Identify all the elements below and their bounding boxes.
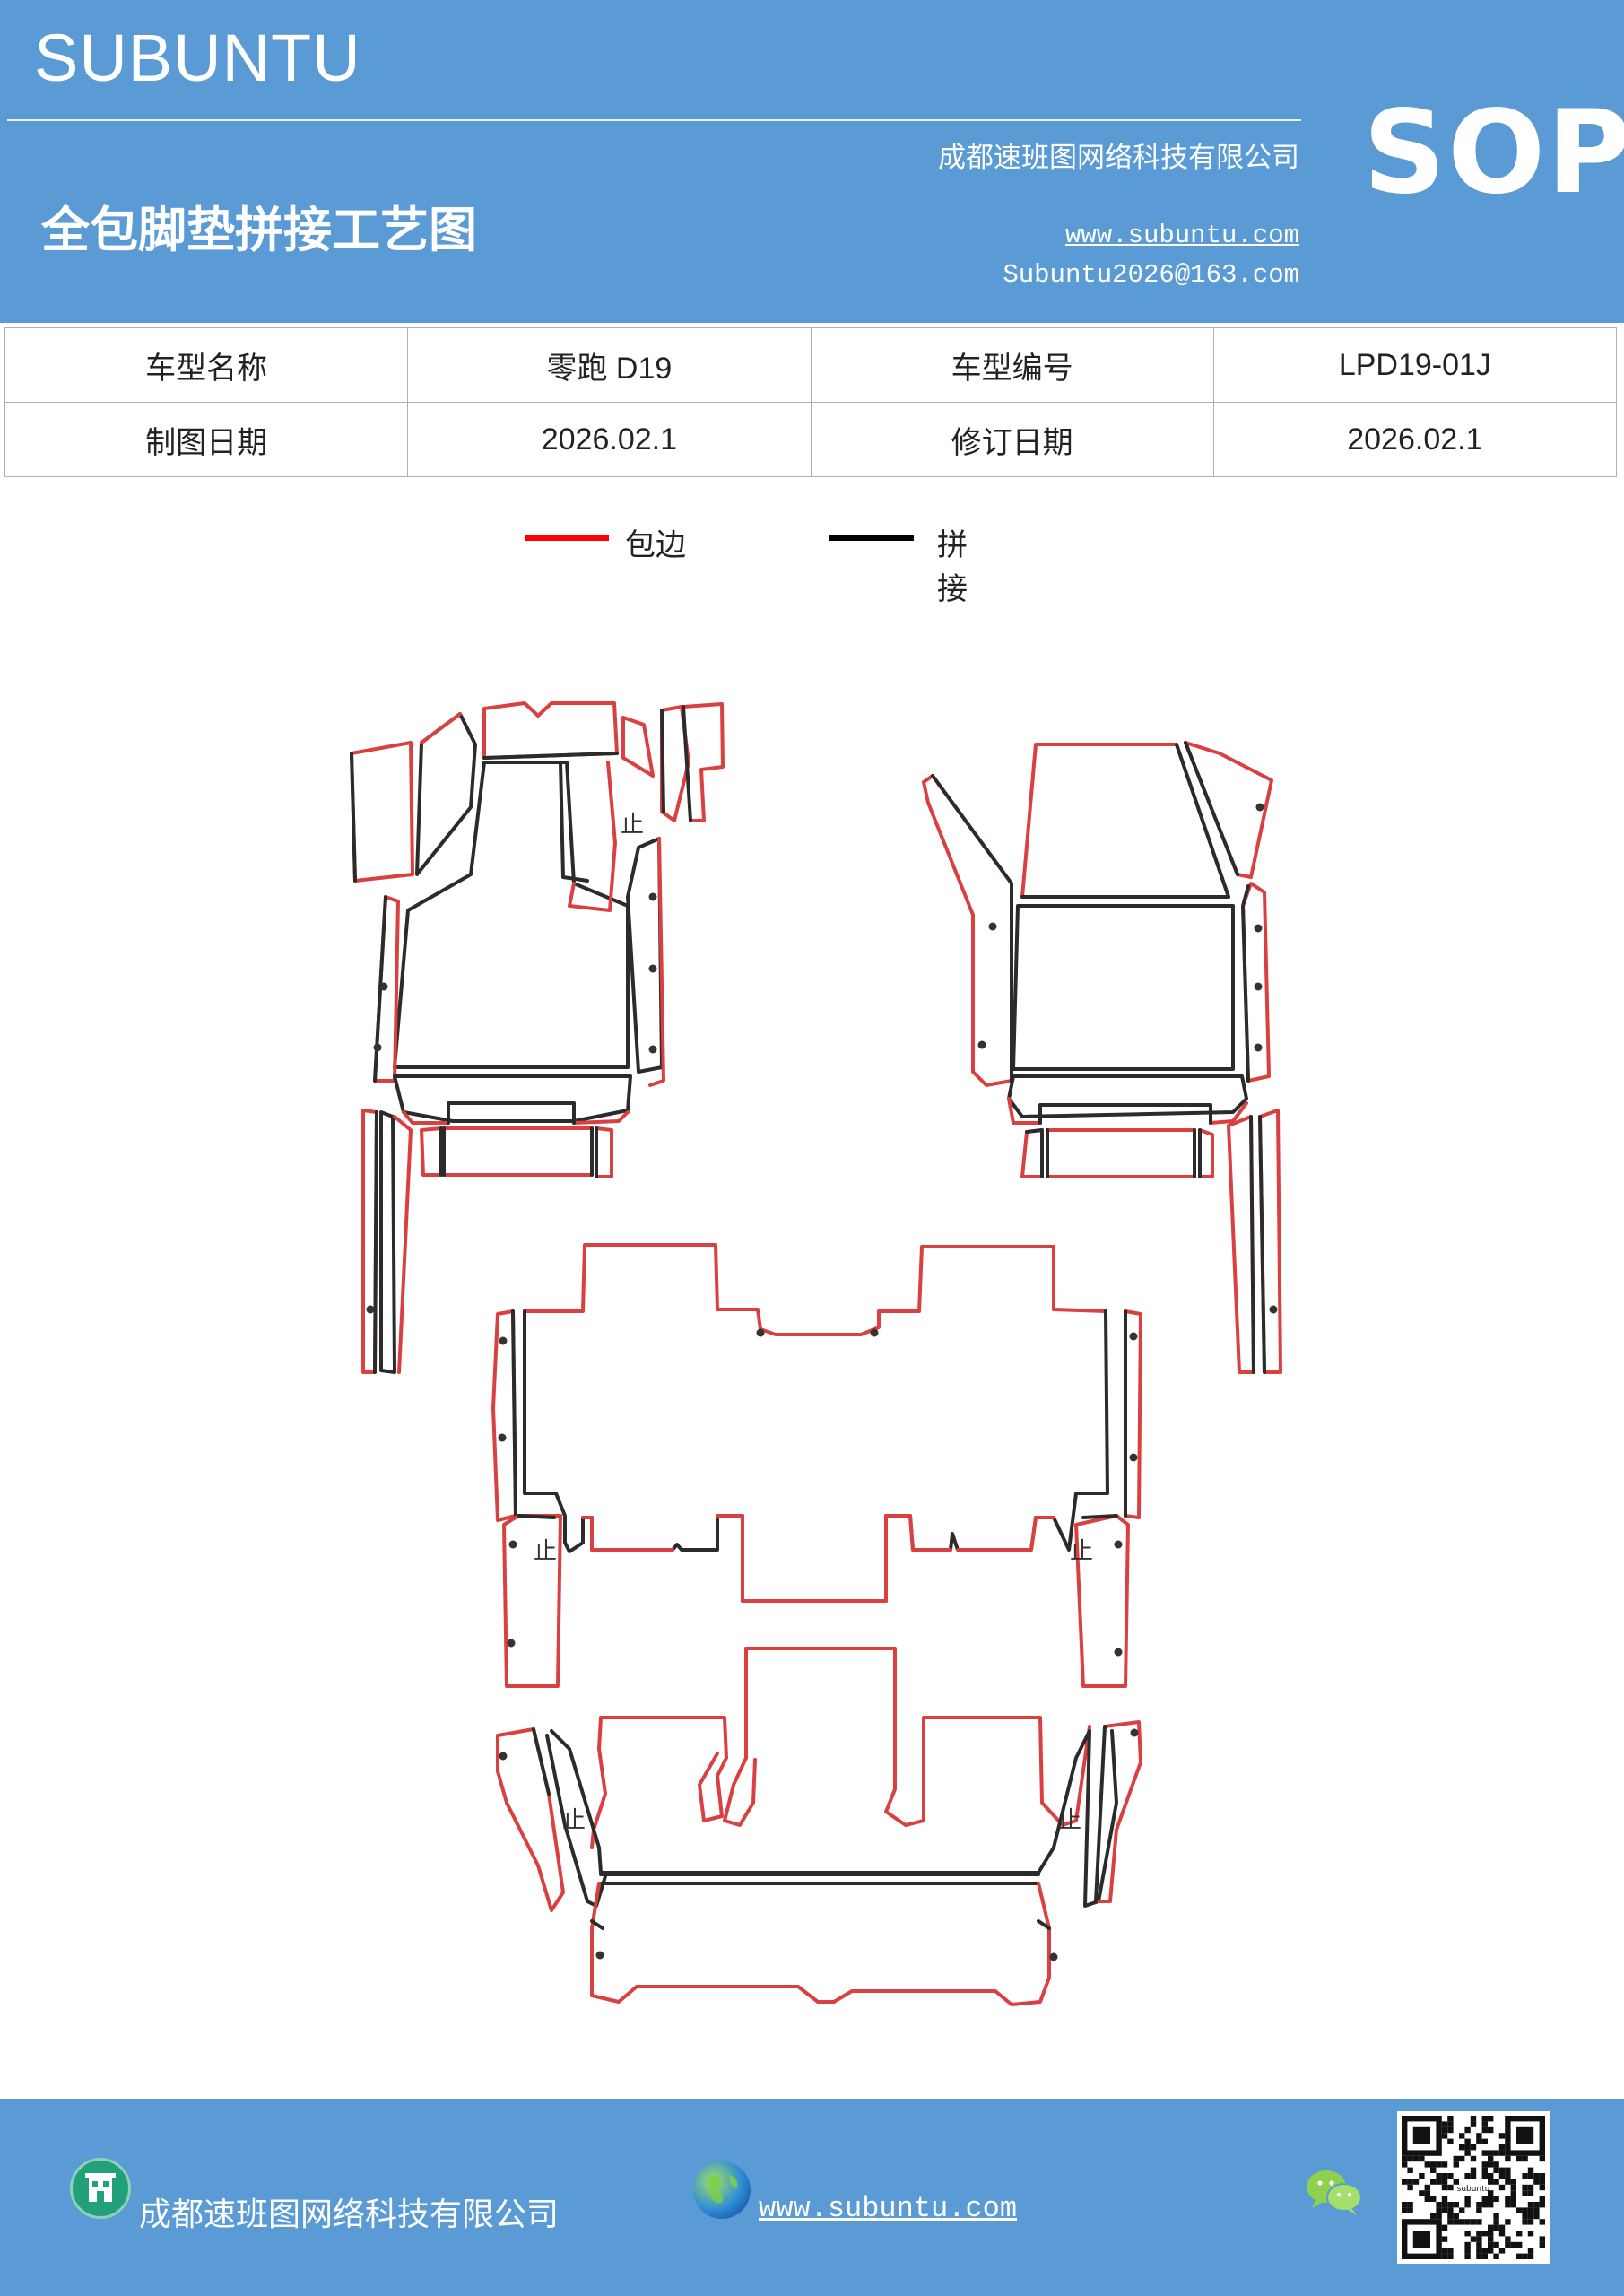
wechat-icon xyxy=(1305,2167,1364,2217)
fastener-dot xyxy=(756,1328,765,1337)
third-row-mat xyxy=(496,1647,1142,2006)
stop-mark: 止 xyxy=(1070,1538,1093,1565)
second-row-mat xyxy=(491,1243,1142,1688)
header-divider xyxy=(7,119,1301,121)
building-icon xyxy=(70,2158,131,2219)
stop-mark: 止 xyxy=(621,812,644,839)
fastener-dot xyxy=(648,1045,657,1054)
vehicle-info-table: 车型名称 零跑 D19 车型编号 LPD19-01J 制图日期 2026.02.… xyxy=(4,327,1618,477)
header-company-name: 成都速班图网络科技有限公司 xyxy=(938,142,1299,174)
fastener-dot xyxy=(1114,1648,1123,1657)
legend-edge-label: 包边 xyxy=(625,527,686,563)
drawing-date-value: 2026.02.1 xyxy=(407,402,812,477)
document-title: 全包脚垫拼接工艺图 xyxy=(41,201,477,258)
fastener-dot xyxy=(977,1040,986,1049)
sop-badge: SOP xyxy=(1363,86,1624,220)
qr-code-icon: subuntu xyxy=(1397,2111,1550,2264)
svg-text:subuntu: subuntu xyxy=(1457,2185,1490,2194)
model-code-label: 车型编号 xyxy=(810,327,1214,403)
fastener-dot xyxy=(1049,1952,1058,1961)
fastener-dot xyxy=(1254,982,1263,991)
header-email: Subuntu2026@163.com xyxy=(1003,260,1299,290)
stop-mark: 止 xyxy=(562,1807,586,1834)
fastener-dot xyxy=(498,1433,507,1442)
fastener-dot xyxy=(1129,1332,1138,1341)
fastener-dot xyxy=(1254,1043,1263,1052)
revision-date-label: 修订日期 xyxy=(810,402,1214,477)
footer-website-link[interactable]: www.subuntu.com xyxy=(759,2192,1018,2225)
table-row: 制图日期 2026.02.1 修订日期 2026.02.1 xyxy=(4,402,1618,477)
footer-company-name: 成都速班图网络科技有限公司 xyxy=(139,2196,560,2233)
fastener-dot xyxy=(1269,1305,1278,1314)
drawing-date-label: 制图日期 xyxy=(4,402,409,477)
fastener-dot xyxy=(1129,1453,1138,1462)
front-left-mat xyxy=(350,701,725,1374)
globe-icon xyxy=(693,2161,751,2219)
model-name-label: 车型名称 xyxy=(4,327,409,403)
fastener-dot xyxy=(1114,1540,1123,1549)
fastener-dot xyxy=(595,1951,604,1960)
fastener-dot xyxy=(379,982,388,991)
model-name-value: 零跑 D19 xyxy=(407,327,812,403)
fastener-dot xyxy=(988,922,997,931)
header-banner: SUBUNTU 成都速班图网络科技有限公司 全包脚垫拼接工艺图 www.subu… xyxy=(0,0,1624,323)
front-right-mat xyxy=(922,741,1282,1374)
fastener-dot xyxy=(1254,924,1263,933)
fastener-dot xyxy=(648,964,657,973)
fastener-dot xyxy=(373,1043,382,1052)
model-code-value: LPD19-01J xyxy=(1212,327,1618,403)
fastener-dot xyxy=(1255,803,1264,812)
fastener-dot xyxy=(508,1540,517,1549)
stop-mark: 止 xyxy=(1058,1807,1081,1834)
table-row: 车型名称 零跑 D19 车型编号 LPD19-01J xyxy=(4,327,1618,403)
floor-mat-diagram: 止 止 止 止 止 xyxy=(350,701,1282,2006)
footer-banner: 成都速班图网络科技有限公司 www.subuntu.com subuntu xyxy=(0,2099,1624,2296)
stop-mark: 止 xyxy=(534,1538,557,1565)
legend-seam-swatch xyxy=(829,535,914,541)
header-website-link[interactable]: www.subuntu.com xyxy=(1064,221,1299,250)
legend: 包边 拼接 xyxy=(525,520,991,607)
fastener-dot xyxy=(499,1752,508,1761)
fastener-dot xyxy=(1130,1728,1139,1737)
fastener-dot xyxy=(870,1328,879,1337)
legend-seam-label: 拼接 xyxy=(937,527,968,607)
fastener-dot xyxy=(499,1336,508,1345)
fastener-dot xyxy=(507,1639,516,1648)
legend-edge-swatch xyxy=(525,535,609,541)
fastener-dot xyxy=(648,892,657,901)
fastener-dot xyxy=(366,1305,375,1314)
brand-logo-text: SUBUNTU xyxy=(34,21,361,95)
revision-date-value: 2026.02.1 xyxy=(1212,402,1618,477)
